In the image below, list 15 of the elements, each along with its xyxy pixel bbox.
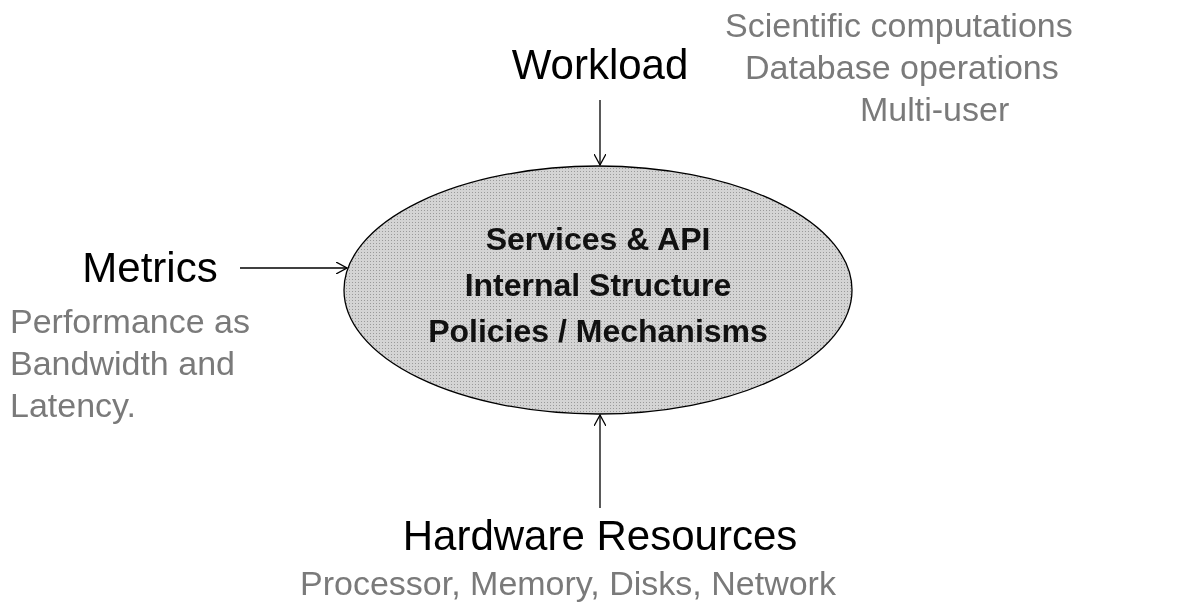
ellipse-text: Services & API — [485, 223, 711, 255]
arrow — [593, 414, 607, 509]
ellipse-node — [343, 165, 853, 415]
annotation-text: Processor, Memory, Disks, Network — [300, 563, 836, 604]
node-label: Metrics — [82, 247, 218, 289]
annotation-text: Database operations — [745, 47, 1059, 88]
node-label: Hardware Resources — [402, 515, 798, 557]
annotation-text: Multi-user — [860, 89, 1010, 130]
annotation-text: Scientific computations — [725, 5, 1073, 46]
ellipse-text: Internal Structure — [464, 269, 732, 301]
annotation-text: Performance as Bandwidth and Latency. — [10, 301, 251, 426]
node-label: Workload — [511, 44, 689, 86]
arrow — [593, 99, 607, 166]
ellipse-text: Policies / Mechanisms — [428, 315, 768, 347]
arrow — [239, 261, 348, 275]
